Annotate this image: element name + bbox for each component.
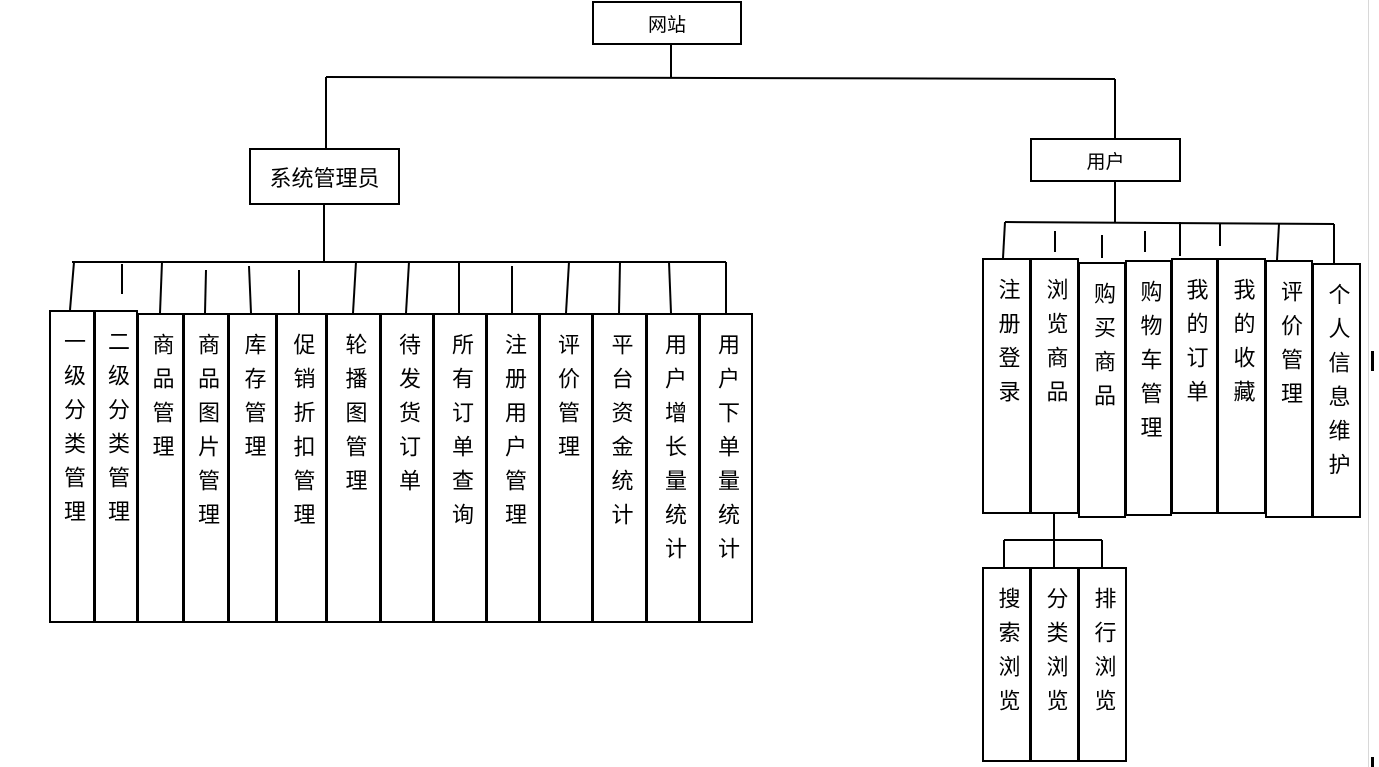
admin-child-node: 注册用户管理 bbox=[486, 313, 540, 623]
admin-child-node: 二级分类管理 bbox=[94, 310, 138, 623]
user-child-node: 评价管理 bbox=[1265, 260, 1313, 518]
user-label: 用户 bbox=[1086, 150, 1125, 173]
browse-child-node: 分类浏览 bbox=[1030, 567, 1079, 762]
user-child-label: 我的订单 bbox=[1182, 278, 1208, 414]
admin-child-node: 商品管理 bbox=[137, 313, 184, 623]
admin-child-node: 商品图片管理 bbox=[183, 313, 229, 623]
user-child-node: 我的订单 bbox=[1171, 258, 1218, 514]
user-child-label: 购物车管理 bbox=[1136, 280, 1162, 450]
admin-child-label: 用户下单量统计 bbox=[714, 333, 739, 571]
admin-node: 系统管理员 bbox=[249, 148, 400, 205]
user-node: 用户 bbox=[1030, 138, 1181, 182]
user-child-node: 购买商品 bbox=[1078, 262, 1126, 518]
user-child-node: 购物车管理 bbox=[1125, 260, 1172, 516]
admin-child-label: 用户增长量统计 bbox=[661, 333, 686, 571]
admin-child-node: 一级分类管理 bbox=[49, 310, 95, 623]
user-child-node: 个人信息维护 bbox=[1312, 263, 1361, 518]
browse-child-node: 搜索浏览 bbox=[982, 567, 1031, 762]
admin-child-label: 轮播图管理 bbox=[341, 333, 367, 503]
root-label: 网站 bbox=[647, 13, 686, 36]
admin-child-node: 评价管理 bbox=[539, 313, 593, 623]
user-child-label: 浏览商品 bbox=[1042, 278, 1068, 414]
user-child-label: 购买商品 bbox=[1090, 282, 1115, 418]
edge-tick-mark bbox=[1371, 757, 1374, 767]
admin-child-node: 促销折扣管理 bbox=[276, 313, 327, 623]
admin-child-node: 平台资金统计 bbox=[592, 313, 647, 623]
admin-child-label: 商品管理 bbox=[148, 333, 174, 469]
browse-child-label: 分类浏览 bbox=[1042, 587, 1068, 723]
admin-child-label: 所有订单查询 bbox=[448, 333, 473, 537]
admin-child-label: 库存管理 bbox=[240, 333, 266, 469]
admin-child-label: 促销折扣管理 bbox=[289, 333, 315, 537]
user-child-label: 评价管理 bbox=[1277, 280, 1302, 416]
user-child-node: 浏览商品 bbox=[1030, 258, 1079, 514]
admin-child-label: 注册用户管理 bbox=[501, 333, 526, 537]
user-child-label: 个人信息维护 bbox=[1324, 283, 1350, 487]
admin-label: 系统管理员 bbox=[269, 166, 380, 192]
admin-child-label: 一级分类管理 bbox=[60, 330, 85, 534]
page-edge-line bbox=[1368, 0, 1369, 767]
user-child-node: 我的收藏 bbox=[1217, 258, 1266, 514]
admin-child-label: 待发货订单 bbox=[395, 333, 420, 503]
user-child-label: 我的收藏 bbox=[1229, 278, 1255, 414]
admin-child-label: 商品图片管理 bbox=[194, 333, 219, 537]
edge-tick-mark bbox=[1371, 351, 1374, 371]
admin-child-node: 所有订单查询 bbox=[433, 313, 487, 623]
admin-child-label: 平台资金统计 bbox=[607, 333, 633, 537]
admin-child-node: 库存管理 bbox=[228, 313, 277, 623]
admin-child-node: 用户增长量统计 bbox=[646, 313, 700, 623]
browse-child-label: 排行浏览 bbox=[1090, 587, 1116, 723]
admin-child-label: 二级分类管理 bbox=[104, 330, 129, 534]
root-node: 网站 bbox=[592, 1, 742, 45]
browse-child-node: 排行浏览 bbox=[1078, 567, 1127, 762]
admin-child-node: 轮播图管理 bbox=[326, 313, 381, 623]
admin-child-node: 用户下单量统计 bbox=[699, 313, 753, 623]
user-child-node: 注册登录 bbox=[982, 258, 1031, 514]
admin-child-label: 评价管理 bbox=[554, 333, 579, 469]
admin-child-node: 待发货订单 bbox=[380, 313, 434, 623]
user-child-label: 注册登录 bbox=[994, 278, 1020, 414]
browse-child-label: 搜索浏览 bbox=[994, 587, 1020, 723]
